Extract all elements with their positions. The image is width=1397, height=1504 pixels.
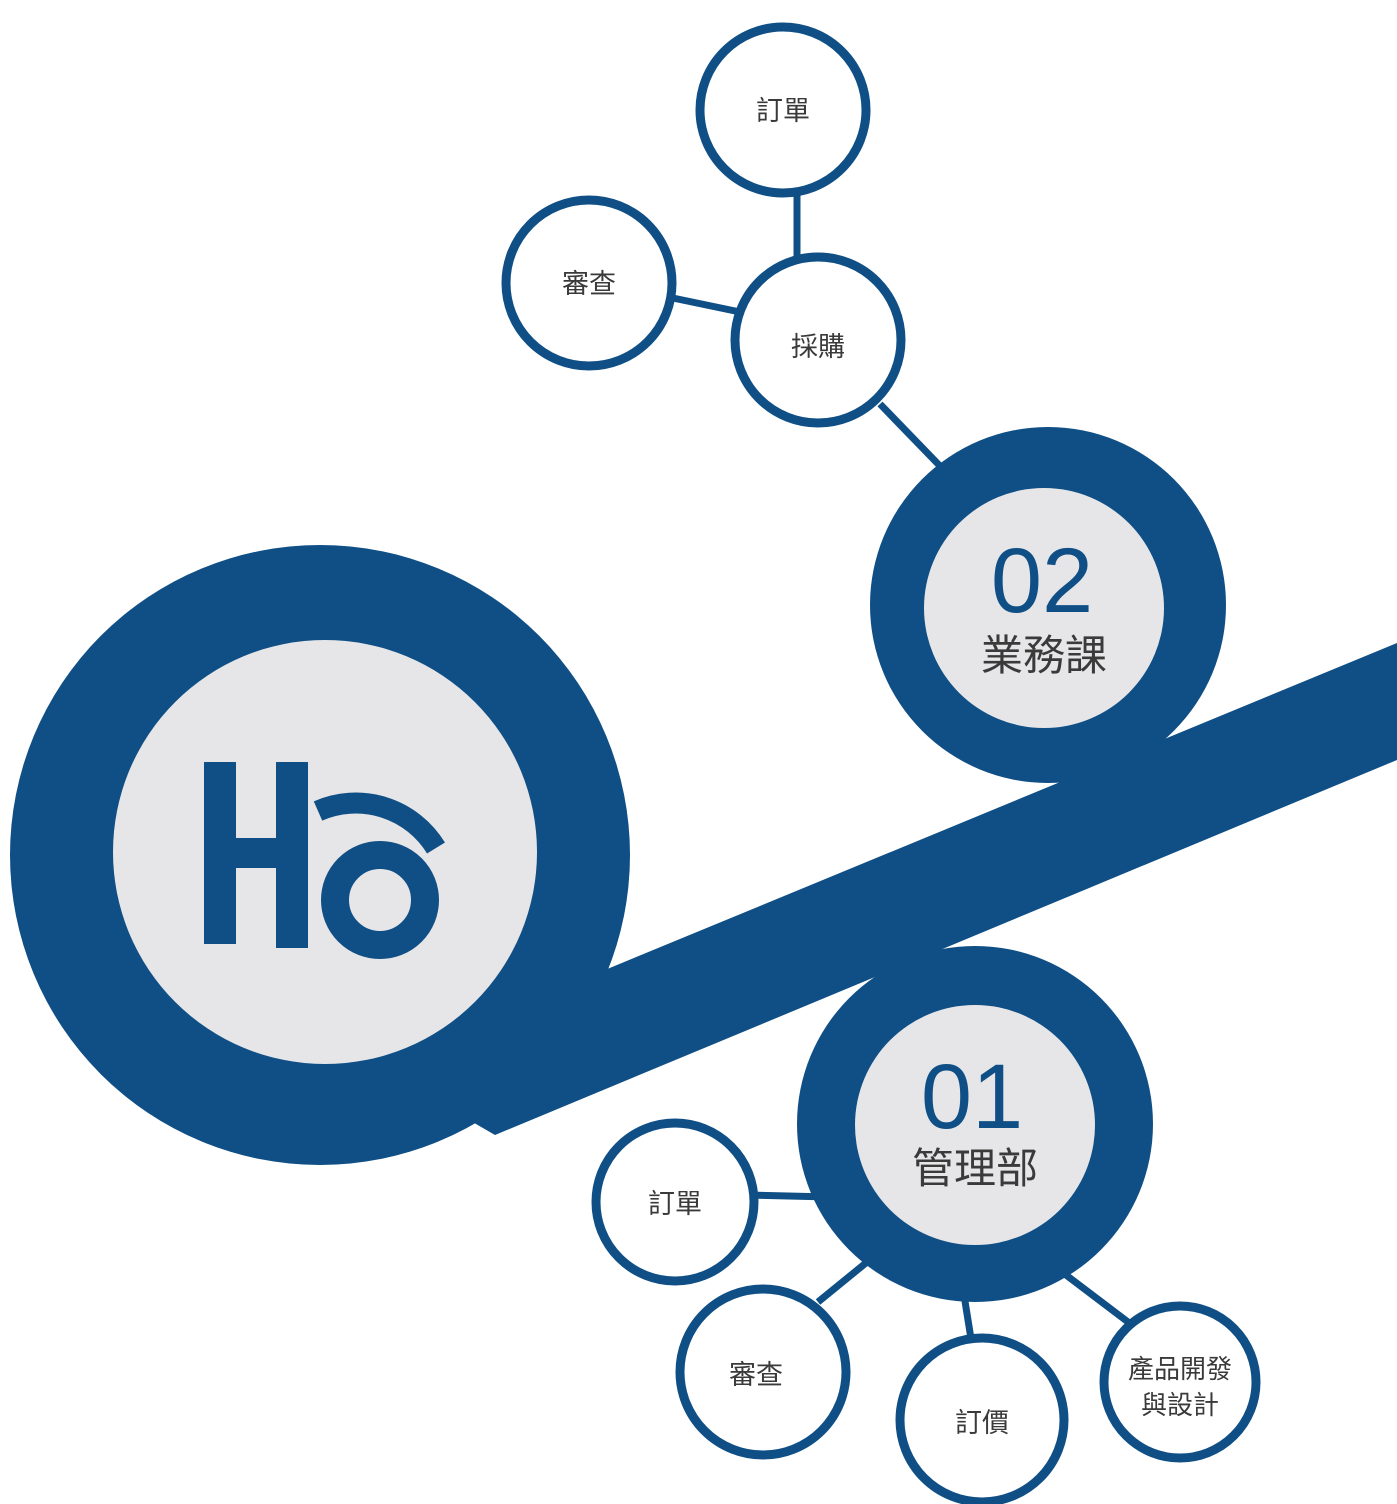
ho-logo-icon <box>204 762 445 959</box>
node-02-order: 訂單 <box>695 22 871 198</box>
dept-02-number: 02 <box>991 530 1093 632</box>
connector-purchase-dept02 <box>877 401 943 469</box>
main-band <box>400 643 1397 1135</box>
node-02-purchase: 採購 <box>730 252 906 428</box>
dept-02-node: 02 業務課 <box>870 427 1226 783</box>
dept-01-node: 01 管理部 <box>797 946 1153 1302</box>
node-01-rnd-label-line2: 與設計 <box>1141 1391 1219 1421</box>
node-01-rnd-label-line1: 產品開發 <box>1128 1355 1232 1385</box>
dept-02-name: 業務課 <box>981 631 1107 680</box>
connector-rnd-dept01 <box>1059 1269 1131 1325</box>
node-02-review: 審查 <box>501 195 677 371</box>
node-01-rnd: 產品開發 與設計 <box>1099 1301 1261 1463</box>
node-01-review-label: 審查 <box>729 1360 783 1391</box>
node-01-review: 審查 <box>675 1284 851 1460</box>
dept-01-name: 管理部 <box>912 1144 1038 1193</box>
node-01-order: 訂單 <box>591 1118 759 1286</box>
logo-node <box>10 545 630 1165</box>
node-01-pricing-label: 訂價 <box>955 1408 1009 1439</box>
connector-review-purchase <box>667 293 741 316</box>
node-01-pricing: 訂價 <box>895 1333 1069 1504</box>
node-02-purchase-label: 採購 <box>791 332 845 363</box>
node-02-review-label: 審查 <box>562 269 616 300</box>
node-01-order-label: 訂單 <box>648 1189 702 1220</box>
connector-review-dept01 <box>815 1255 875 1305</box>
node-02-order-label: 訂單 <box>756 96 810 127</box>
dept-01-number: 01 <box>921 1046 1023 1148</box>
